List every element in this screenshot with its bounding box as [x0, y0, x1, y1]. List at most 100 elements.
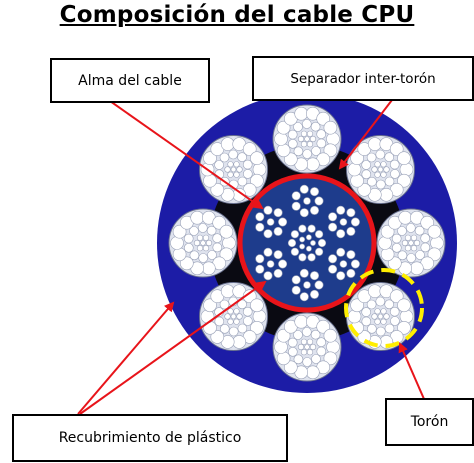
wire [380, 171, 387, 178]
wire [299, 208, 309, 218]
wire [317, 238, 327, 248]
wire [219, 299, 230, 310]
wire [291, 285, 301, 295]
wire [336, 205, 346, 215]
wire [430, 236, 444, 250]
wire [303, 281, 311, 289]
wire [357, 183, 372, 197]
wire [371, 166, 378, 173]
wire [202, 261, 216, 276]
wire [304, 136, 310, 142]
wire [367, 284, 382, 299]
strand [346, 282, 415, 351]
wire [274, 340, 288, 354]
wire [212, 233, 222, 243]
wire [361, 169, 372, 180]
core-strand [291, 268, 324, 302]
wire [384, 323, 395, 334]
wire [299, 292, 309, 302]
wire [384, 152, 395, 162]
wire [361, 160, 372, 170]
wire [375, 149, 386, 160]
wire [214, 316, 225, 327]
core-strand [328, 205, 360, 239]
wire [287, 346, 298, 357]
wire [203, 320, 217, 335]
wire [300, 130, 308, 137]
wire [205, 239, 213, 247]
wire [374, 308, 381, 315]
wire [380, 318, 387, 325]
wire [273, 208, 283, 218]
wire [314, 196, 324, 206]
wire [220, 284, 235, 299]
wire [227, 308, 234, 315]
wire [350, 298, 364, 313]
wire [315, 230, 324, 239]
wire [378, 236, 392, 250]
wire [390, 316, 400, 326]
wire [339, 218, 348, 226]
wire [414, 225, 425, 236]
wire [389, 289, 404, 304]
label-plastic-coating: Recubrimiento de plástico [12, 414, 288, 462]
wire [273, 268, 283, 278]
wire [263, 205, 273, 215]
wire [346, 250, 356, 260]
wire [328, 222, 338, 232]
wire [315, 247, 324, 256]
wire [309, 343, 317, 351]
wire [293, 354, 304, 365]
wire [184, 243, 194, 253]
wire [212, 242, 223, 253]
wire [233, 308, 240, 315]
wire [237, 299, 247, 310]
wire [323, 143, 338, 158]
wire [294, 106, 309, 121]
wire [420, 242, 431, 253]
highlighted-strand-ring [344, 268, 424, 348]
wire [316, 319, 331, 334]
wire [203, 298, 217, 313]
wire [203, 173, 217, 188]
wire [266, 218, 275, 226]
wire [375, 326, 386, 337]
strands-group [168, 104, 446, 382]
wire [309, 135, 317, 143]
wire [301, 119, 312, 129]
wire [398, 210, 413, 225]
wire [172, 247, 187, 262]
wire [389, 306, 400, 317]
wire [305, 234, 312, 241]
wire [250, 298, 264, 313]
wire [350, 173, 364, 188]
wire [300, 338, 308, 345]
wire [367, 176, 377, 187]
wire [375, 296, 386, 307]
wire [297, 343, 305, 351]
wire [243, 316, 253, 326]
wire [299, 243, 305, 250]
wire [310, 329, 321, 340]
wire [200, 240, 206, 246]
wire [328, 254, 338, 264]
wire [294, 314, 309, 329]
wire [346, 208, 356, 218]
wire [367, 323, 377, 334]
wire [316, 129, 327, 139]
strand [272, 312, 342, 382]
arrow-strand [398, 342, 425, 400]
wire [326, 340, 340, 354]
wire [290, 230, 300, 239]
wire [299, 236, 305, 243]
wire [326, 132, 340, 146]
wire [287, 337, 298, 348]
wire [196, 245, 204, 252]
wire [224, 166, 231, 173]
wire [397, 320, 411, 335]
wire [309, 187, 319, 197]
wire [409, 261, 424, 276]
wire [350, 259, 360, 269]
wire [236, 313, 243, 320]
